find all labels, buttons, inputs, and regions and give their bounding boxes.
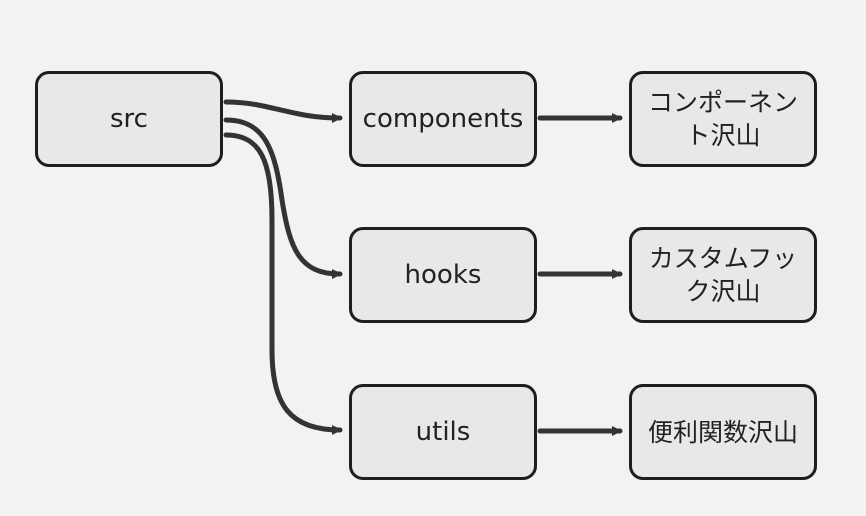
node-hooks-leaf-label: カスタムフック沢山 <box>648 244 798 306</box>
edge-src-to-hooks <box>223 117 343 279</box>
node-utils-label: utils <box>415 416 471 447</box>
node-utils: utils <box>349 384 537 480</box>
node-components-leaf: コンポーネント沢山 <box>629 71 817 167</box>
node-src: src <box>35 71 223 167</box>
node-components: components <box>349 71 537 167</box>
node-hooks-label: hooks <box>404 259 482 290</box>
node-utils-leaf: 便利関数沢山 <box>629 384 817 480</box>
node-utils-leaf-label: 便利関数沢山 <box>647 417 798 447</box>
node-src-label: src <box>110 103 148 134</box>
node-components-label: components <box>362 103 524 134</box>
node-hooks: hooks <box>349 227 537 323</box>
edge-src-to-components <box>223 99 343 123</box>
node-hooks-leaf: カスタムフック沢山 <box>629 227 817 323</box>
node-components-leaf-label: コンポーネント沢山 <box>647 88 798 150</box>
edge-src-to-utils <box>223 132 343 435</box>
